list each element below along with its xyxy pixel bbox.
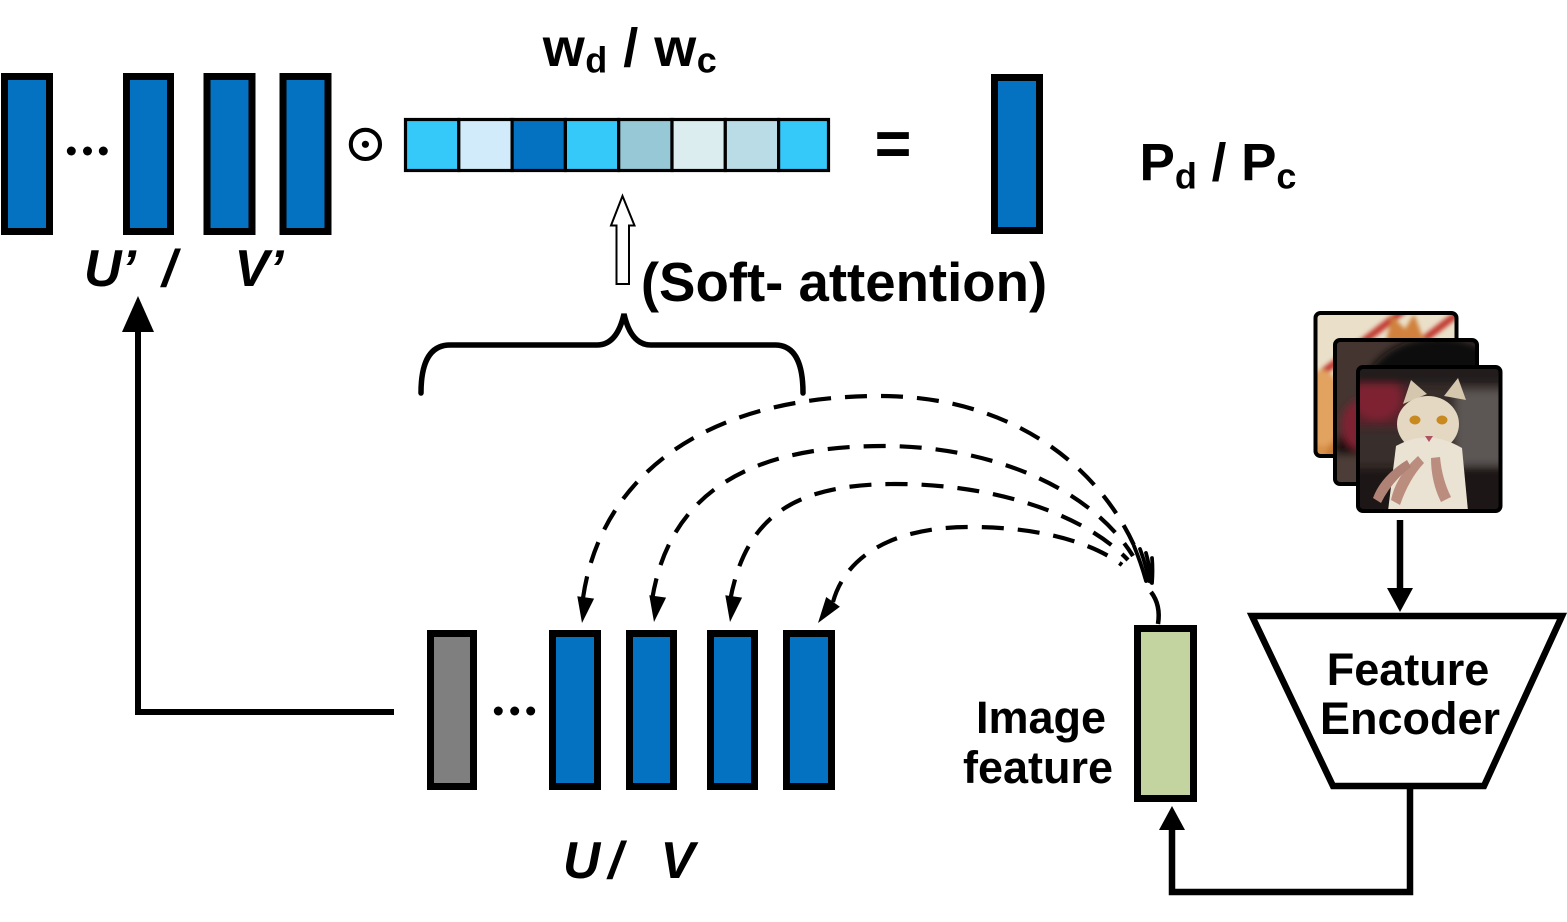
- svg-text:Image: Image: [976, 692, 1106, 743]
- svg-text:feature: feature: [963, 742, 1113, 793]
- svg-text:(Soft- attention): (Soft- attention): [641, 252, 1047, 313]
- svg-text:=: =: [875, 109, 912, 179]
- svg-text:wd / wc: wd / wc: [542, 18, 718, 81]
- svg-text:Feature: Feature: [1327, 644, 1490, 695]
- svg-text:Pd / Pc: Pd / Pc: [1140, 134, 1297, 197]
- svg-text:Encoder: Encoder: [1320, 693, 1500, 744]
